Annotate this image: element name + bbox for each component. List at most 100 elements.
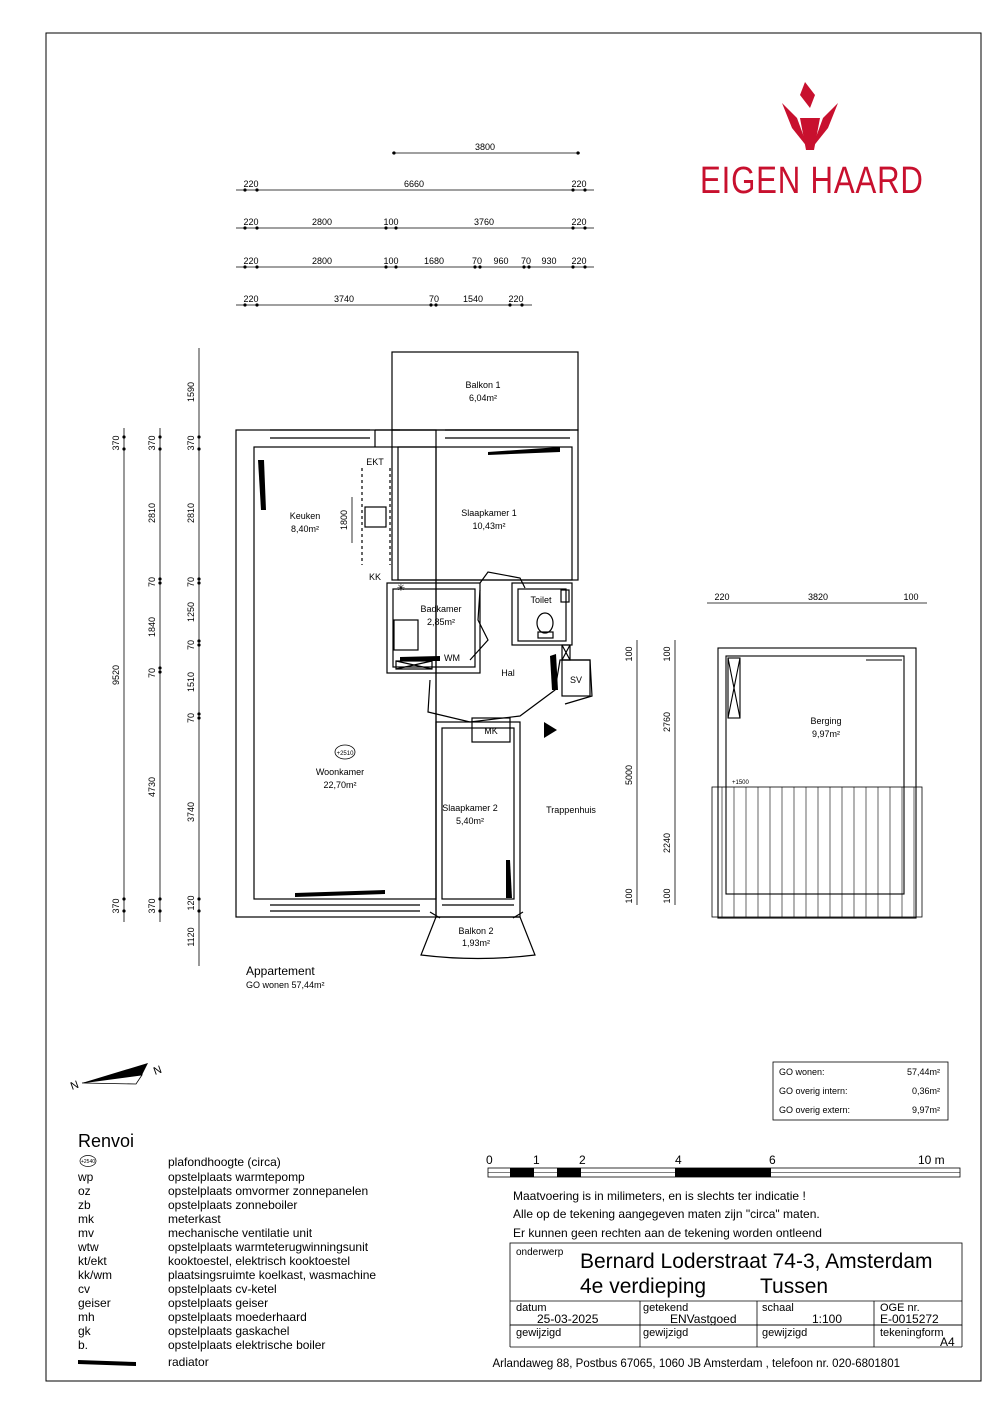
go-label: GO overig intern:: [779, 1086, 848, 1096]
go-label: GO overig extern:: [779, 1105, 850, 1115]
go-value: 0,36m²: [912, 1086, 940, 1096]
dim-label: 220: [243, 256, 258, 266]
dim-label: 70: [521, 256, 531, 266]
scale-tick: 6: [769, 1153, 776, 1167]
dim-label: 1800: [339, 510, 349, 530]
go-value: 9,97m²: [912, 1105, 940, 1115]
dim-label: 220: [571, 217, 586, 227]
dim-label: 70: [186, 640, 196, 650]
ceiling-height-label: +2510: [337, 751, 355, 757]
sheet-border: [45, 32, 982, 1382]
dim-label: 1120: [186, 927, 196, 946]
kk-label: KK: [369, 572, 381, 582]
room-area: 1,93m²: [462, 938, 490, 948]
top-dimension-lines: [236, 152, 594, 306]
dim-label: 100: [662, 646, 672, 661]
renvoi-title: Renvoi: [78, 1131, 134, 1151]
berging-walls: [711, 647, 923, 919]
radiator-icon: [258, 447, 560, 898]
dim-label: 220: [243, 179, 258, 189]
note-line: Er kunnen geen rechten aan de tekening w…: [513, 1226, 822, 1240]
renvoi-desc: meterkast: [168, 1212, 221, 1226]
room-name: Berging: [810, 716, 841, 726]
dim-label: 70: [429, 294, 439, 304]
dim-label: 220: [508, 294, 523, 304]
room-area: 10,43m²: [472, 521, 505, 531]
dim-label: 1590: [186, 382, 196, 402]
renvoi-code: mv: [78, 1226, 94, 1240]
room-name: Toilet: [530, 595, 552, 605]
renvoi-code: wtw: [77, 1240, 99, 1254]
renvoi-desc: opstelplaats omvormer zonnepanelen: [168, 1184, 368, 1198]
floor-title: 4e verdieping: [580, 1275, 706, 1298]
dim-label: 3740: [186, 802, 196, 822]
dim-label: 100: [903, 592, 918, 602]
renvoi-desc: radiator: [168, 1355, 209, 1369]
note-line: Maatvoering is in milimeters, en is slec…: [513, 1189, 806, 1203]
renvoi-code: +2540: [81, 1159, 95, 1165]
room-area: 8,40m²: [291, 524, 319, 534]
renvoi-desc: plafondhoogte (circa): [168, 1155, 281, 1169]
onderwerp-label: onderwerp: [516, 1247, 564, 1258]
scale-tick: 2: [579, 1153, 586, 1167]
mk-label: MK: [484, 726, 498, 736]
note-line: Alle op de tekening aangegeven maten zij…: [513, 1207, 820, 1221]
dim-label: 120: [186, 895, 196, 910]
dim-label: 9520: [111, 665, 121, 685]
schaal-value: 1:100: [812, 1312, 842, 1326]
dim-label: 960: [493, 256, 508, 266]
dim-label: 370: [111, 898, 121, 913]
dim-label: 100: [383, 217, 398, 227]
berging-level-label: +1500: [732, 780, 750, 786]
dim-label: 3760: [474, 217, 494, 227]
room-area: 9,97m²: [812, 729, 840, 739]
room-area: 22,70m²: [323, 780, 356, 790]
room-name: Trappenhuis: [546, 805, 596, 815]
footer-address: Arlandaweg 88, Postbus 67065, 1060 JB Am…: [492, 1357, 900, 1370]
renvoi-code: kk/wm: [78, 1268, 112, 1282]
dim-label: 70: [186, 713, 196, 723]
berging-slats: [721, 787, 915, 917]
top-dimension-ticks: [243, 151, 587, 307]
dim-label: 70: [147, 577, 157, 587]
dim-label: 220: [243, 217, 258, 227]
renvoi-desc: opstelplaats moederhaard: [168, 1310, 307, 1324]
dim-label: 1540: [463, 294, 483, 304]
datum-label: datum: [516, 1302, 547, 1314]
logo-wordmark: EIGEN HAARD: [700, 160, 924, 202]
dim-label: 100: [383, 256, 398, 266]
dim-label: 370: [186, 435, 196, 450]
room-name: Balkon 2: [458, 926, 493, 936]
appartement-subtitle: GO wonen 57,44m²: [246, 980, 325, 990]
tekeningform-label: tekeningform: [880, 1327, 944, 1339]
dim-label: 100: [624, 646, 634, 661]
datum-value: 25-03-2025: [537, 1312, 599, 1326]
scale-tick: 4: [675, 1153, 682, 1167]
renvoi-desc: opstelplaats cv-ketel: [168, 1282, 277, 1296]
dim-label: 2800: [312, 217, 332, 227]
dim-label: 2810: [186, 503, 196, 523]
gewijzigd-label: gewijzigd: [762, 1327, 807, 1339]
dim-label: 70: [472, 256, 482, 266]
ekt-label: EKT: [366, 457, 384, 467]
address-title: Bernard Loderstraat 74-3, Amsterdam: [580, 1250, 933, 1273]
renvoi-code: kt/ekt: [78, 1254, 107, 1268]
balkon1-outline: [391, 351, 579, 431]
renvoi-code: mh: [78, 1310, 95, 1324]
svg-text:N: N: [152, 1064, 164, 1078]
dim-label: 1840: [147, 617, 157, 637]
getekend-label: getekend: [643, 1302, 688, 1314]
dim-label: 3800: [475, 142, 495, 152]
dim-label: 1250: [186, 602, 196, 622]
renvoi-desc: opstelplaats elektrische boiler: [168, 1338, 325, 1352]
right-dimension-lines: [636, 640, 676, 905]
left-dimension-lines: [123, 348, 200, 966]
dim-label: 70: [147, 668, 157, 678]
renvoi-desc: opstelplaats zonneboiler: [168, 1198, 297, 1212]
dim-label: 1510: [186, 672, 196, 692]
renvoi-code: gk: [78, 1324, 92, 1338]
sv-label: SV: [570, 675, 582, 685]
room-area: 6,04m²: [469, 393, 497, 403]
dim-label: 220: [243, 294, 258, 304]
